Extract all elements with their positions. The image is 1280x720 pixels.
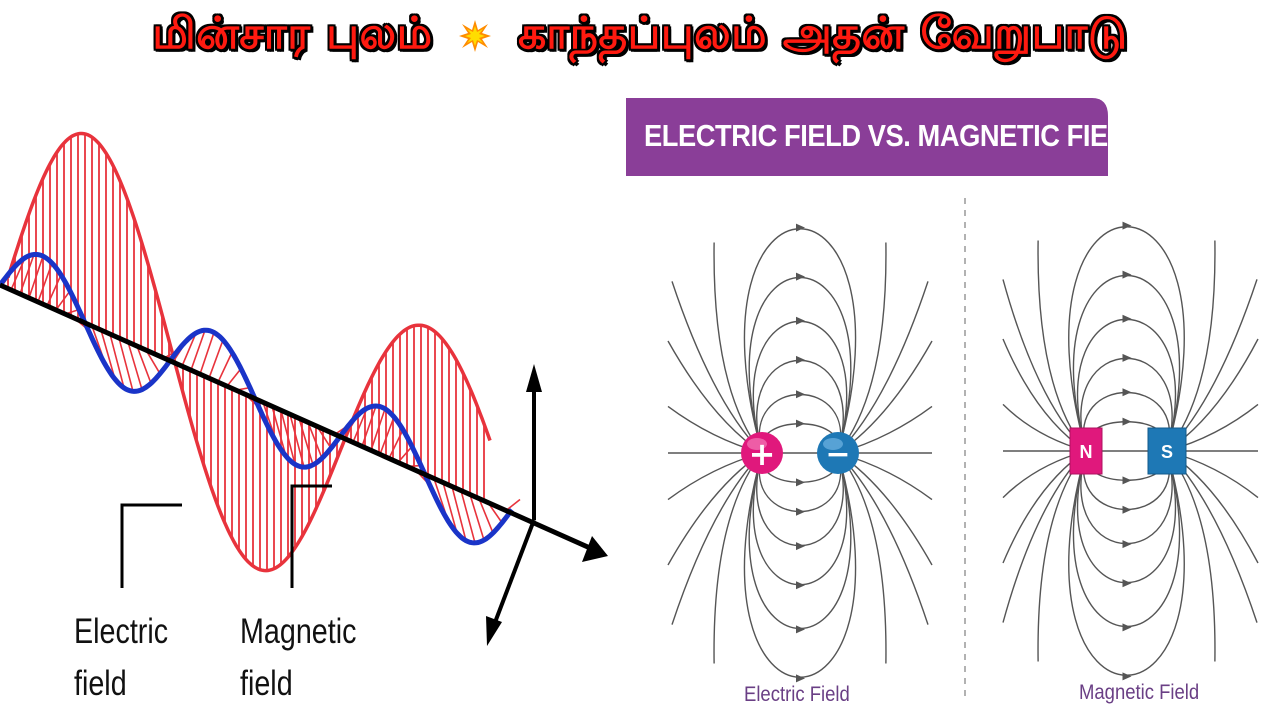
magnetic-hatch-line [145,349,161,375]
electric-label-pointer [120,503,182,588]
negative-charge: − [817,432,859,474]
magnetic-field-line-loop [1072,275,1181,452]
em-wave-diagram [0,131,608,646]
page-title: மின்சார புலம் காந்தப்புலம் அதன் வேறுபாடு [0,8,1280,65]
magnetic-field-lines [1002,221,1259,681]
magnetic-hatch-line [451,486,467,541]
magnetic-hatch-line [388,429,404,459]
positive-symbol: + [749,435,776,473]
magnetic-field-line-arrow [1122,388,1132,397]
propagation-axis [0,282,608,562]
magnetic-field-line-arrow [1122,221,1132,230]
magnetic-label-line2: field [240,664,293,703]
electric-field-line-arrow [796,674,805,683]
magnetic-hatch-line [136,345,152,384]
electric-field-line-loop [748,277,852,454]
banner-title: ELECTRIC FIELD VS. MAGNETIC FIELD [644,118,1144,153]
title-bar [0,0,1280,96]
magnetic-hatch-line [307,422,323,459]
magnetic-hatch-line [442,482,458,534]
magnetic-hatch-line [460,490,476,544]
magnetic-hatch-line [379,416,395,455]
magnetic-hatch-line [100,329,116,380]
title-part-2: காந்தப்புலம் அதன் வேறுபாடு [518,8,1128,59]
electric-field-line-arrow [796,542,805,551]
magnetic-field-caption: Magnetic Field [1079,681,1200,704]
magnetic-hatch-line [217,352,233,383]
electric-field-line-loop [743,452,857,678]
electric-field-line-arrow [796,223,805,232]
magnetic-label-pointer [290,484,332,588]
magnetic-field-line-arrow [1122,540,1132,549]
magnetic-hatch-line [19,254,35,295]
electric-field-line-arrow [796,419,805,428]
magnetic-hatch-line [127,341,143,390]
magnetic-hatch-line [280,410,296,465]
electric-field-lines [667,223,933,683]
electric-field-wave [6,131,492,573]
electric-field-line-arrow [796,581,805,590]
magnetic-field-line-arrow [1122,353,1132,362]
magnetic-hatch-line [289,414,305,468]
electric-label-line2: field [74,664,127,703]
electric-field-line-arrow [796,625,805,634]
magnetic-field-line-arrow [1122,672,1132,681]
magnetic-hatch-line [55,290,71,311]
electric-field-line-arrow [796,272,805,281]
magnetic-hatch-line [370,408,386,451]
electric-label-line1: Electric [74,612,169,651]
magnetic-hatch-line [397,445,413,463]
magnetic-field-line-loop [1072,450,1181,627]
north-pole: N [1069,427,1103,475]
magnetic-hatch-line [118,337,134,392]
magnetic-field-line-arrow [1122,505,1132,514]
coordinate-axes [486,364,542,646]
magnetic-hatch-line [37,262,53,303]
south-label: S [1161,442,1173,462]
magnetic-field-label: Magnetic field [240,606,356,710]
magnetic-hatch-line [505,498,521,512]
electric-field-line-arrow [796,507,805,516]
magnetic-hatch-line [478,498,494,534]
magnetic-hatch-line [109,333,125,389]
negative-symbol: − [825,437,850,472]
magnetic-label-line1: Magnetic [240,612,357,651]
magnetic-hatch-line [28,255,44,299]
south-pole: S [1147,427,1187,475]
magnetic-hatch-line [352,407,368,443]
electric-field-line-arrow [796,316,805,325]
magnetic-hatch-line [190,329,206,371]
magnetic-hatch-line [181,332,197,367]
north-label: N [1080,442,1093,462]
title-part-1: மின்சார புலம் [152,8,433,59]
comparison-banner [626,98,1108,176]
magnetic-hatch-line [469,494,485,541]
magnetic-hatch-line [298,418,314,466]
collision-icon [458,8,492,59]
magnetic-field-line-arrow [1122,476,1132,485]
magnetic-hatch-line [46,274,62,307]
electric-field-line-arrow [796,355,805,364]
magnetic-field-line-arrow [1122,417,1132,426]
electric-field-line-arrow [796,478,805,487]
magnetic-hatch-line [199,332,215,375]
electric-field-line-loop [748,452,852,629]
magnetic-field-line-arrow [1122,314,1132,323]
magnetic-hatch-line [10,257,26,291]
positive-charge: + [741,432,783,474]
magnetic-hatch-line [361,405,377,447]
magnetic-field-line-arrow [1122,270,1132,279]
electric-field-label: Electric field [74,606,168,710]
electric-field-line-arrow [796,390,805,399]
magnetic-field-line-arrow [1122,623,1132,632]
electric-field-line-loop [743,228,857,454]
magnetic-hatch-line [226,368,242,387]
magnetic-hatch-line [208,339,224,379]
magnetic-hatch-line [271,406,287,457]
magnetic-field-line-arrow [1122,579,1132,588]
electric-field-caption: Electric Field [744,683,850,706]
